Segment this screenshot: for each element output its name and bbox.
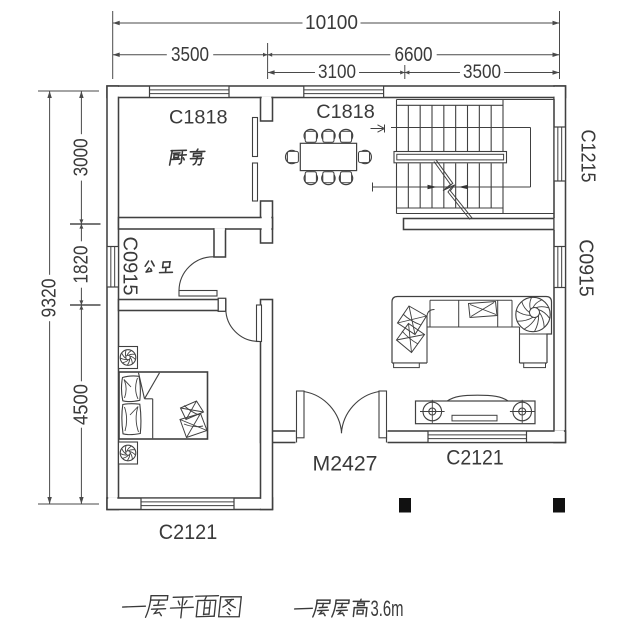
svg-text:3.6m: 3.6m <box>371 596 404 621</box>
svg-text:C2121: C2121 <box>159 520 218 544</box>
svg-text:3100: 3100 <box>318 62 356 83</box>
svg-text:C1818: C1818 <box>316 101 375 123</box>
svg-text:M2427: M2427 <box>313 452 378 476</box>
svg-text:9320: 9320 <box>39 279 61 318</box>
svg-text:1820: 1820 <box>70 246 92 284</box>
svg-text:C0915: C0915 <box>119 237 141 296</box>
svg-text:C0915: C0915 <box>575 239 597 297</box>
svg-text:10100: 10100 <box>305 12 358 34</box>
svg-text:3500: 3500 <box>171 44 209 66</box>
svg-text:C2121: C2121 <box>446 447 504 470</box>
svg-text:C1818: C1818 <box>169 107 228 129</box>
svg-text:3000: 3000 <box>70 138 92 176</box>
svg-text:6600: 6600 <box>395 44 433 66</box>
svg-text:C1215: C1215 <box>577 130 599 183</box>
svg-text:3500: 3500 <box>463 62 501 83</box>
svg-text:4500: 4500 <box>70 384 92 425</box>
